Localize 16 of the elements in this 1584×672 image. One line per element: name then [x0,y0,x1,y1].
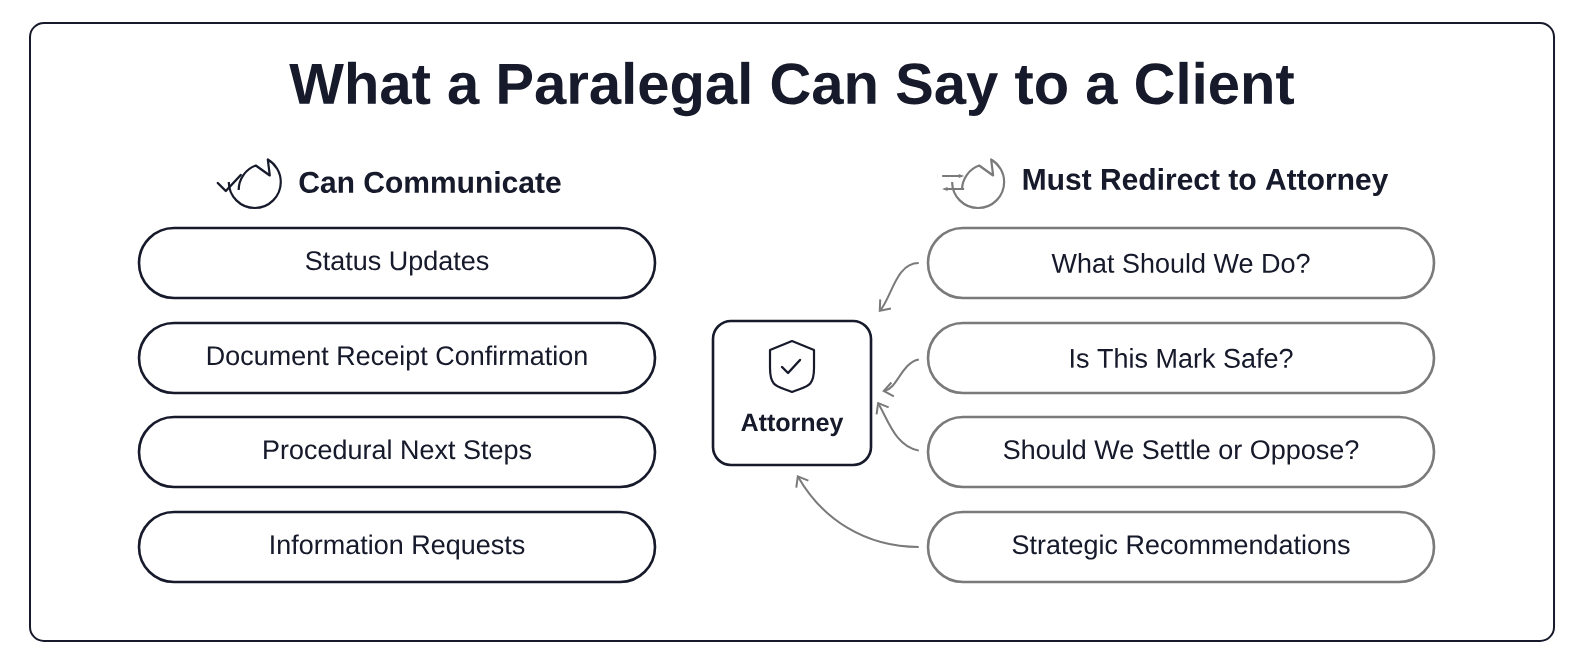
pill-box: Document Receipt Confirmation [137,321,657,395]
title: What a Paralegal Can Say to a Client [289,61,1294,117]
pill-box: Should We Settle or Oppose? [926,415,1436,489]
arrow [795,474,920,548]
attorney-box: Attorney [711,319,873,467]
arrow [882,358,920,398]
pill-box: Is This Mark Safe? [926,321,1436,395]
pill-box: Strategic Recommendations [926,510,1436,584]
section-heading: Must Redirect to Attorney [1023,168,1389,196]
arrow [878,262,920,313]
section-heading: Can Communicate [299,171,561,193]
pill-box: Procedural Next Steps [137,415,657,489]
pill-box: Status Updates [137,226,657,300]
arrow [875,401,920,452]
pill-box: What Should We Do? [926,226,1436,300]
pill-box: Information Requests [137,510,657,584]
